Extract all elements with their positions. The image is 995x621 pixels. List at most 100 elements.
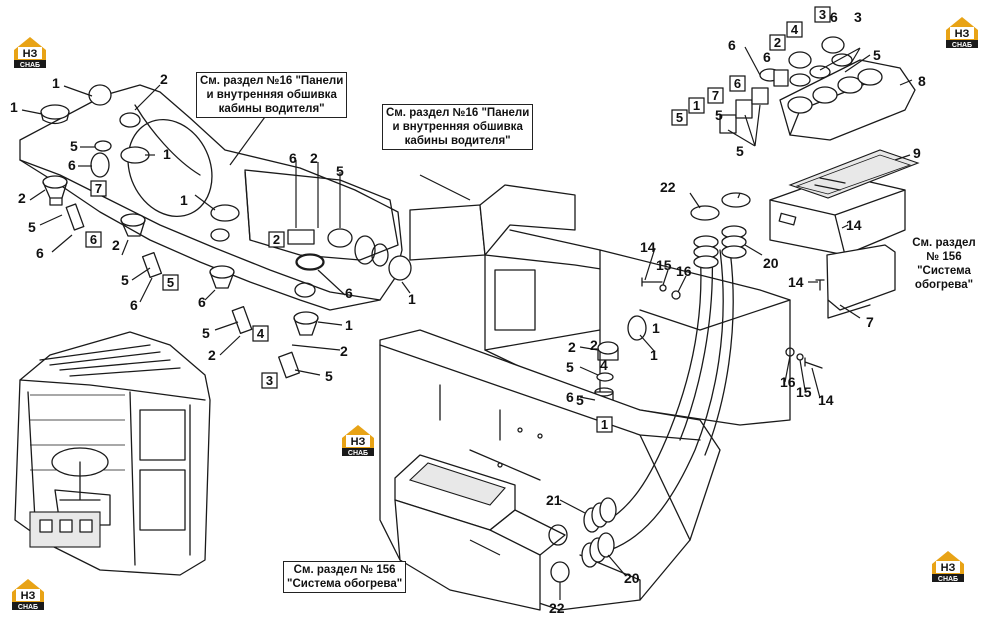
- callout-number: 2: [160, 71, 168, 87]
- callout-number: 5: [325, 368, 333, 384]
- callout-number: 22: [660, 179, 676, 195]
- note-heating-right: См. раздел № 156 "Система обогрева": [898, 236, 990, 292]
- boxed-label: 4: [786, 21, 803, 38]
- callout-number: 14: [640, 239, 656, 255]
- callout-number: 5: [336, 163, 344, 179]
- callout-number: 5: [70, 138, 78, 154]
- callout-number: 6: [830, 9, 838, 25]
- callout-number: 3: [854, 9, 862, 25]
- callout-number: 1: [163, 146, 171, 162]
- callout-number: 1: [650, 347, 658, 363]
- boxed-label: 7: [90, 180, 107, 197]
- callout-number: 1: [180, 192, 188, 208]
- cab-overview: [14, 331, 211, 576]
- callout-number: 4: [600, 357, 608, 373]
- callout-number: 1: [52, 75, 60, 91]
- boxed-label: 1: [688, 97, 705, 114]
- callout-number: 5: [736, 143, 744, 159]
- callout-number: 22: [549, 600, 565, 616]
- svg-text:2: 2: [273, 232, 280, 247]
- corrugated-hose-lower: [581, 497, 617, 568]
- svg-text:СНАБ: СНАБ: [938, 576, 958, 583]
- boxed-label: 7: [707, 87, 724, 104]
- cab-floor: [379, 329, 721, 611]
- callout-number: 5: [28, 219, 36, 235]
- nz-snab-logo: НЗ СНАБ: [946, 17, 978, 49]
- loose-vents-left: [40, 84, 412, 379]
- callout-number: 8: [918, 73, 926, 89]
- svg-text:СНАБ: СНАБ: [348, 450, 368, 457]
- note-panels-left: См. раздел №16 "Панели и внутренняя обши…: [196, 72, 348, 118]
- svg-text:4: 4: [791, 22, 799, 37]
- callout-number: 14: [788, 274, 804, 290]
- boxed-label: 5: [671, 109, 688, 126]
- air-duct-panel: [19, 84, 403, 311]
- nz-snab-logo: НЗ СНАБ: [14, 37, 46, 69]
- boxed-label: 2: [268, 231, 285, 248]
- callout-number: 9: [913, 145, 921, 161]
- top-duct-cover: [719, 36, 916, 161]
- svg-text:6: 6: [90, 232, 97, 247]
- boxed-label: 6: [729, 75, 746, 92]
- hoses: [548, 192, 751, 583]
- callout-number: 6: [345, 285, 353, 301]
- callout-number: 15: [796, 384, 812, 400]
- callout-number: 5: [121, 272, 129, 288]
- callout-number: 5: [715, 107, 723, 123]
- callout-number: 6: [763, 49, 771, 65]
- nz-snab-logo: НЗ СНАБ: [932, 551, 964, 583]
- boxed-label: 6: [85, 231, 102, 248]
- svg-text:НЗ: НЗ: [23, 48, 38, 60]
- callout-number: 21: [546, 492, 562, 508]
- callout-number: 15: [656, 257, 672, 273]
- nz-snab-logo: НЗ СНАБ: [12, 579, 44, 611]
- callout-number: 1: [408, 291, 416, 307]
- boxed-label: 3: [814, 6, 831, 23]
- callout-number: 5: [873, 47, 881, 63]
- nz-snab-logo: НЗ СНАБ: [342, 425, 374, 457]
- svg-text:7: 7: [712, 88, 719, 103]
- boxed-label: 4: [252, 325, 269, 342]
- svg-text:4: 4: [257, 326, 265, 341]
- svg-text:НЗ: НЗ: [955, 28, 970, 40]
- boxed-label: 5: [162, 274, 179, 291]
- svg-text:НЗ: НЗ: [941, 562, 956, 574]
- callout-number: 5: [566, 359, 574, 375]
- leaders-right: [419, 174, 861, 600]
- callout-number: 5: [576, 392, 584, 408]
- svg-text:2: 2: [774, 35, 781, 50]
- boxed-label: 3: [261, 372, 278, 389]
- callout-number: 2: [340, 343, 348, 359]
- callout-number: 6: [198, 294, 206, 310]
- callout-number: 16: [676, 263, 692, 279]
- callout-number: 7: [866, 314, 874, 330]
- callout-number: 6: [728, 37, 736, 53]
- callout-number: 1: [345, 317, 353, 333]
- svg-text:5: 5: [676, 110, 683, 125]
- callout-number: 1: [10, 99, 18, 115]
- callout-number: 14: [846, 217, 862, 233]
- callout-number: 6: [36, 245, 44, 261]
- corrugated-hose-upper: [693, 225, 747, 269]
- callout-number: 2: [18, 190, 26, 206]
- svg-text:НЗ: НЗ: [351, 436, 366, 448]
- svg-text:1: 1: [601, 417, 608, 432]
- svg-text:7: 7: [95, 181, 102, 196]
- boxed-label: 2: [769, 34, 786, 51]
- heater-box-right: [769, 149, 920, 319]
- svg-text:СНАБ: СНАБ: [20, 62, 40, 69]
- svg-text:3: 3: [819, 7, 826, 22]
- callout-number: 14: [818, 392, 834, 408]
- svg-text:6: 6: [734, 76, 741, 91]
- svg-text:1: 1: [693, 98, 700, 113]
- callout-number: 16: [780, 374, 796, 390]
- svg-text:НЗ: НЗ: [21, 590, 36, 602]
- callout-number: 2: [208, 347, 216, 363]
- callout-number: 6: [289, 150, 297, 166]
- callout-number: 5: [202, 325, 210, 341]
- callout-number: 20: [624, 570, 640, 586]
- note-heating-bottom: См. раздел № 156 "Система обогрева": [283, 561, 407, 593]
